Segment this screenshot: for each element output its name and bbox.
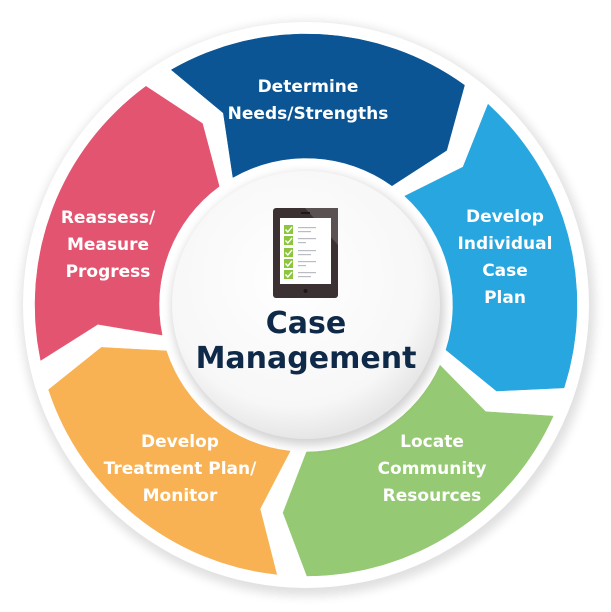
segment-label-line: Needs/Strengths <box>228 104 389 124</box>
segment-label-line: Community <box>378 459 487 479</box>
checklist-text-line <box>298 254 311 256</box>
segment-label-line: Case <box>482 261 528 281</box>
checklist <box>284 225 316 279</box>
checkbox-checked-icon <box>284 225 293 234</box>
segment-treatment-plan <box>48 347 291 575</box>
checklist-text-line <box>298 231 311 233</box>
checklist-text-line <box>298 272 316 274</box>
checklist-text-line <box>298 242 306 244</box>
tablet-speaker <box>301 212 310 214</box>
segment-label-line: Locate <box>400 432 464 452</box>
inner-disk <box>172 171 440 439</box>
checkbox-checked-icon <box>284 248 293 257</box>
segment-label-line: Individual <box>458 234 553 254</box>
segment-label-line: Plan <box>484 288 526 308</box>
segment-label-line: Monitor <box>143 486 218 506</box>
checkmark-icon <box>284 260 293 268</box>
segment-develop-case-plan <box>404 103 578 392</box>
checklist-text-line <box>298 238 316 240</box>
tablet-checklist-icon <box>273 208 338 298</box>
segment-locate-resources <box>282 365 554 577</box>
checkbox-checked-icon <box>284 236 293 245</box>
checkmark-icon <box>284 237 293 245</box>
checklist-text-line <box>298 250 316 252</box>
segment-label-line: Measure <box>67 235 149 255</box>
checkmark-icon <box>284 271 293 279</box>
segment-label-line: Develop <box>141 432 219 452</box>
segments-group <box>34 33 578 577</box>
segment-label-line: Develop <box>466 207 544 227</box>
checklist-text-line <box>298 265 306 267</box>
checklist-text-line <box>298 261 316 263</box>
tablet-home-button <box>303 289 308 293</box>
segment-label-line: Progress <box>66 262 151 282</box>
segment-determine-needs <box>171 33 465 187</box>
segment-label-line: Treatment Plan/ <box>104 459 257 479</box>
segment-label-line: Determine <box>258 77 359 97</box>
checklist-text-line <box>298 276 311 278</box>
checkmark-icon <box>284 226 293 234</box>
segment-reassess <box>34 86 220 361</box>
checkbox-checked-icon <box>284 270 293 279</box>
segment-label-line: Reassess/ <box>61 208 156 228</box>
checkmark-icon <box>284 249 293 257</box>
segment-label-line: Resources <box>383 486 482 506</box>
center-title-line: Management <box>196 341 417 376</box>
checklist-text-line <box>298 227 316 229</box>
center-title-line: Case <box>266 306 346 341</box>
checkbox-checked-icon <box>284 259 293 268</box>
